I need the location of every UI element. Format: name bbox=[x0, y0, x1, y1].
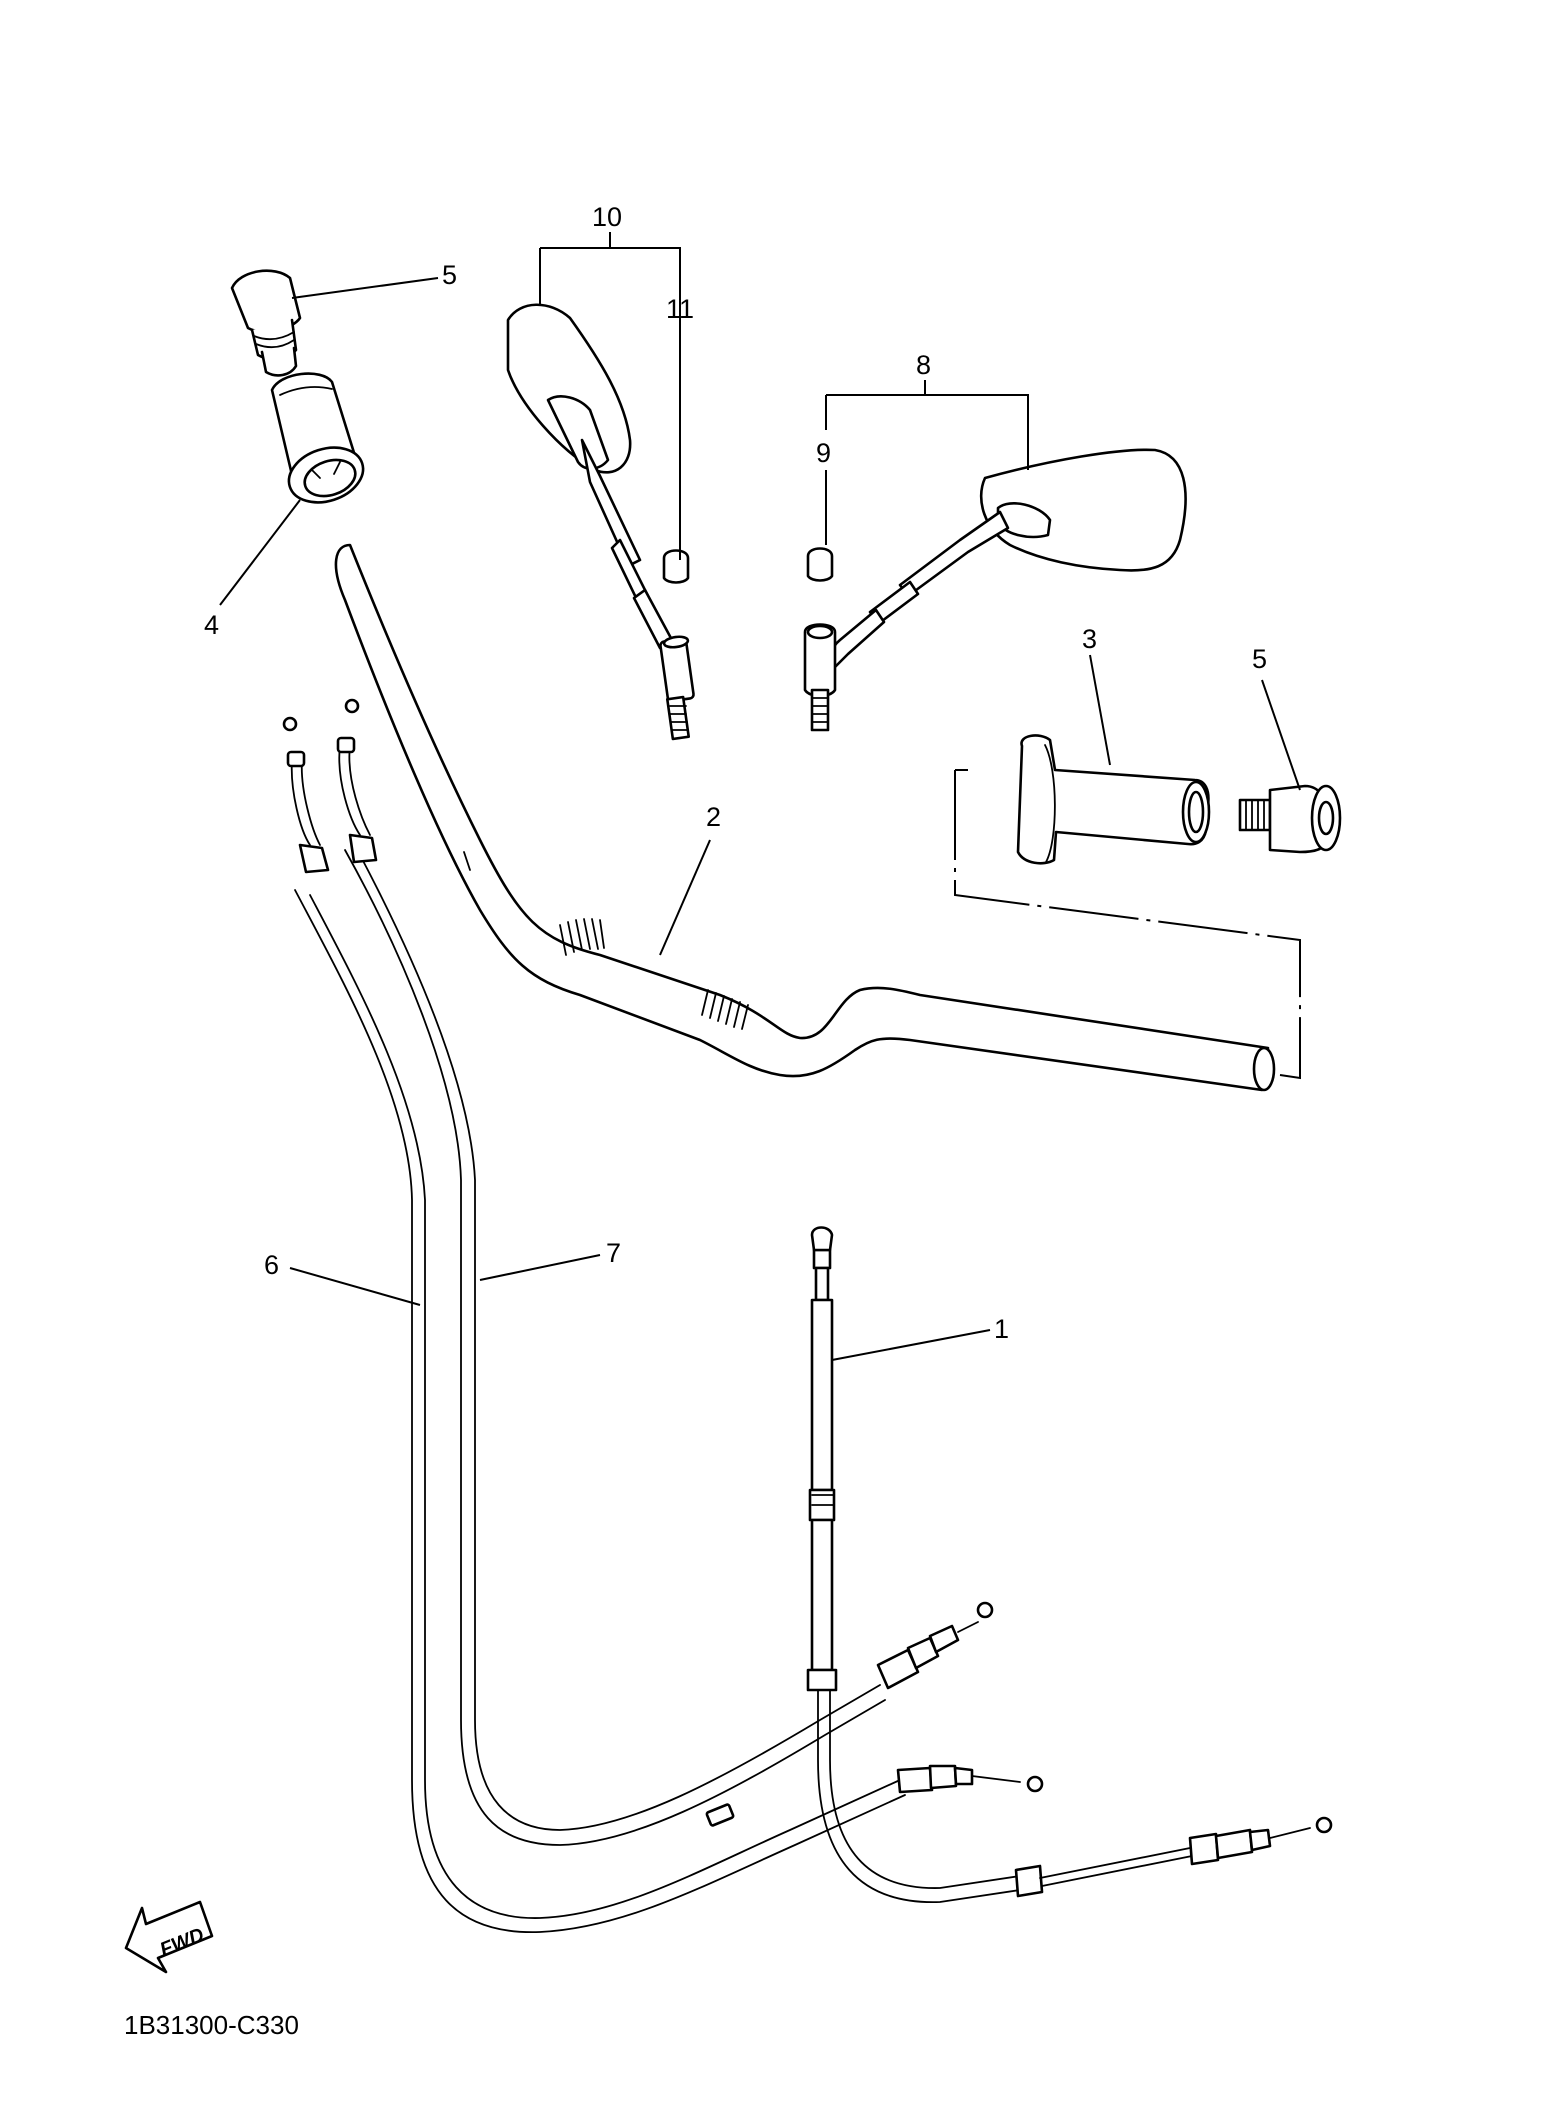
callout-2: 2 bbox=[706, 802, 721, 832]
callout-10: 10 bbox=[592, 202, 622, 232]
handlebar bbox=[334, 543, 1276, 1092]
right-grip-assembly bbox=[1016, 734, 1342, 865]
left-mirror bbox=[506, 303, 695, 741]
callout-8: 8 bbox=[916, 350, 931, 380]
leader-lines bbox=[219, 232, 1301, 1361]
grip-assembly-bracket bbox=[954, 769, 1301, 1080]
right-mirror bbox=[803, 448, 1187, 732]
callout-9: 9 bbox=[816, 438, 831, 468]
callout-1: 1 bbox=[994, 1314, 1009, 1344]
throttle-cables bbox=[282, 698, 1044, 1933]
callout-5-right: 5 bbox=[1252, 644, 1267, 674]
callout-4: 4 bbox=[204, 610, 219, 640]
callout-7: 7 bbox=[606, 1238, 621, 1268]
left-grip-assembly bbox=[230, 269, 365, 504]
diagram-code: 1B31300-C330 bbox=[124, 2010, 299, 2040]
callout-11: 11 bbox=[666, 294, 694, 324]
callout-labels: 10 11 5 8 9 4 3 5 2 6 7 1 bbox=[204, 202, 1267, 1344]
callout-5-top: 5 bbox=[442, 260, 457, 290]
callout-3: 3 bbox=[1082, 624, 1097, 654]
clutch-cable bbox=[806, 1226, 1333, 1903]
callout-6: 6 bbox=[264, 1250, 279, 1280]
fwd-arrow-icon: FWD bbox=[124, 1900, 214, 1974]
